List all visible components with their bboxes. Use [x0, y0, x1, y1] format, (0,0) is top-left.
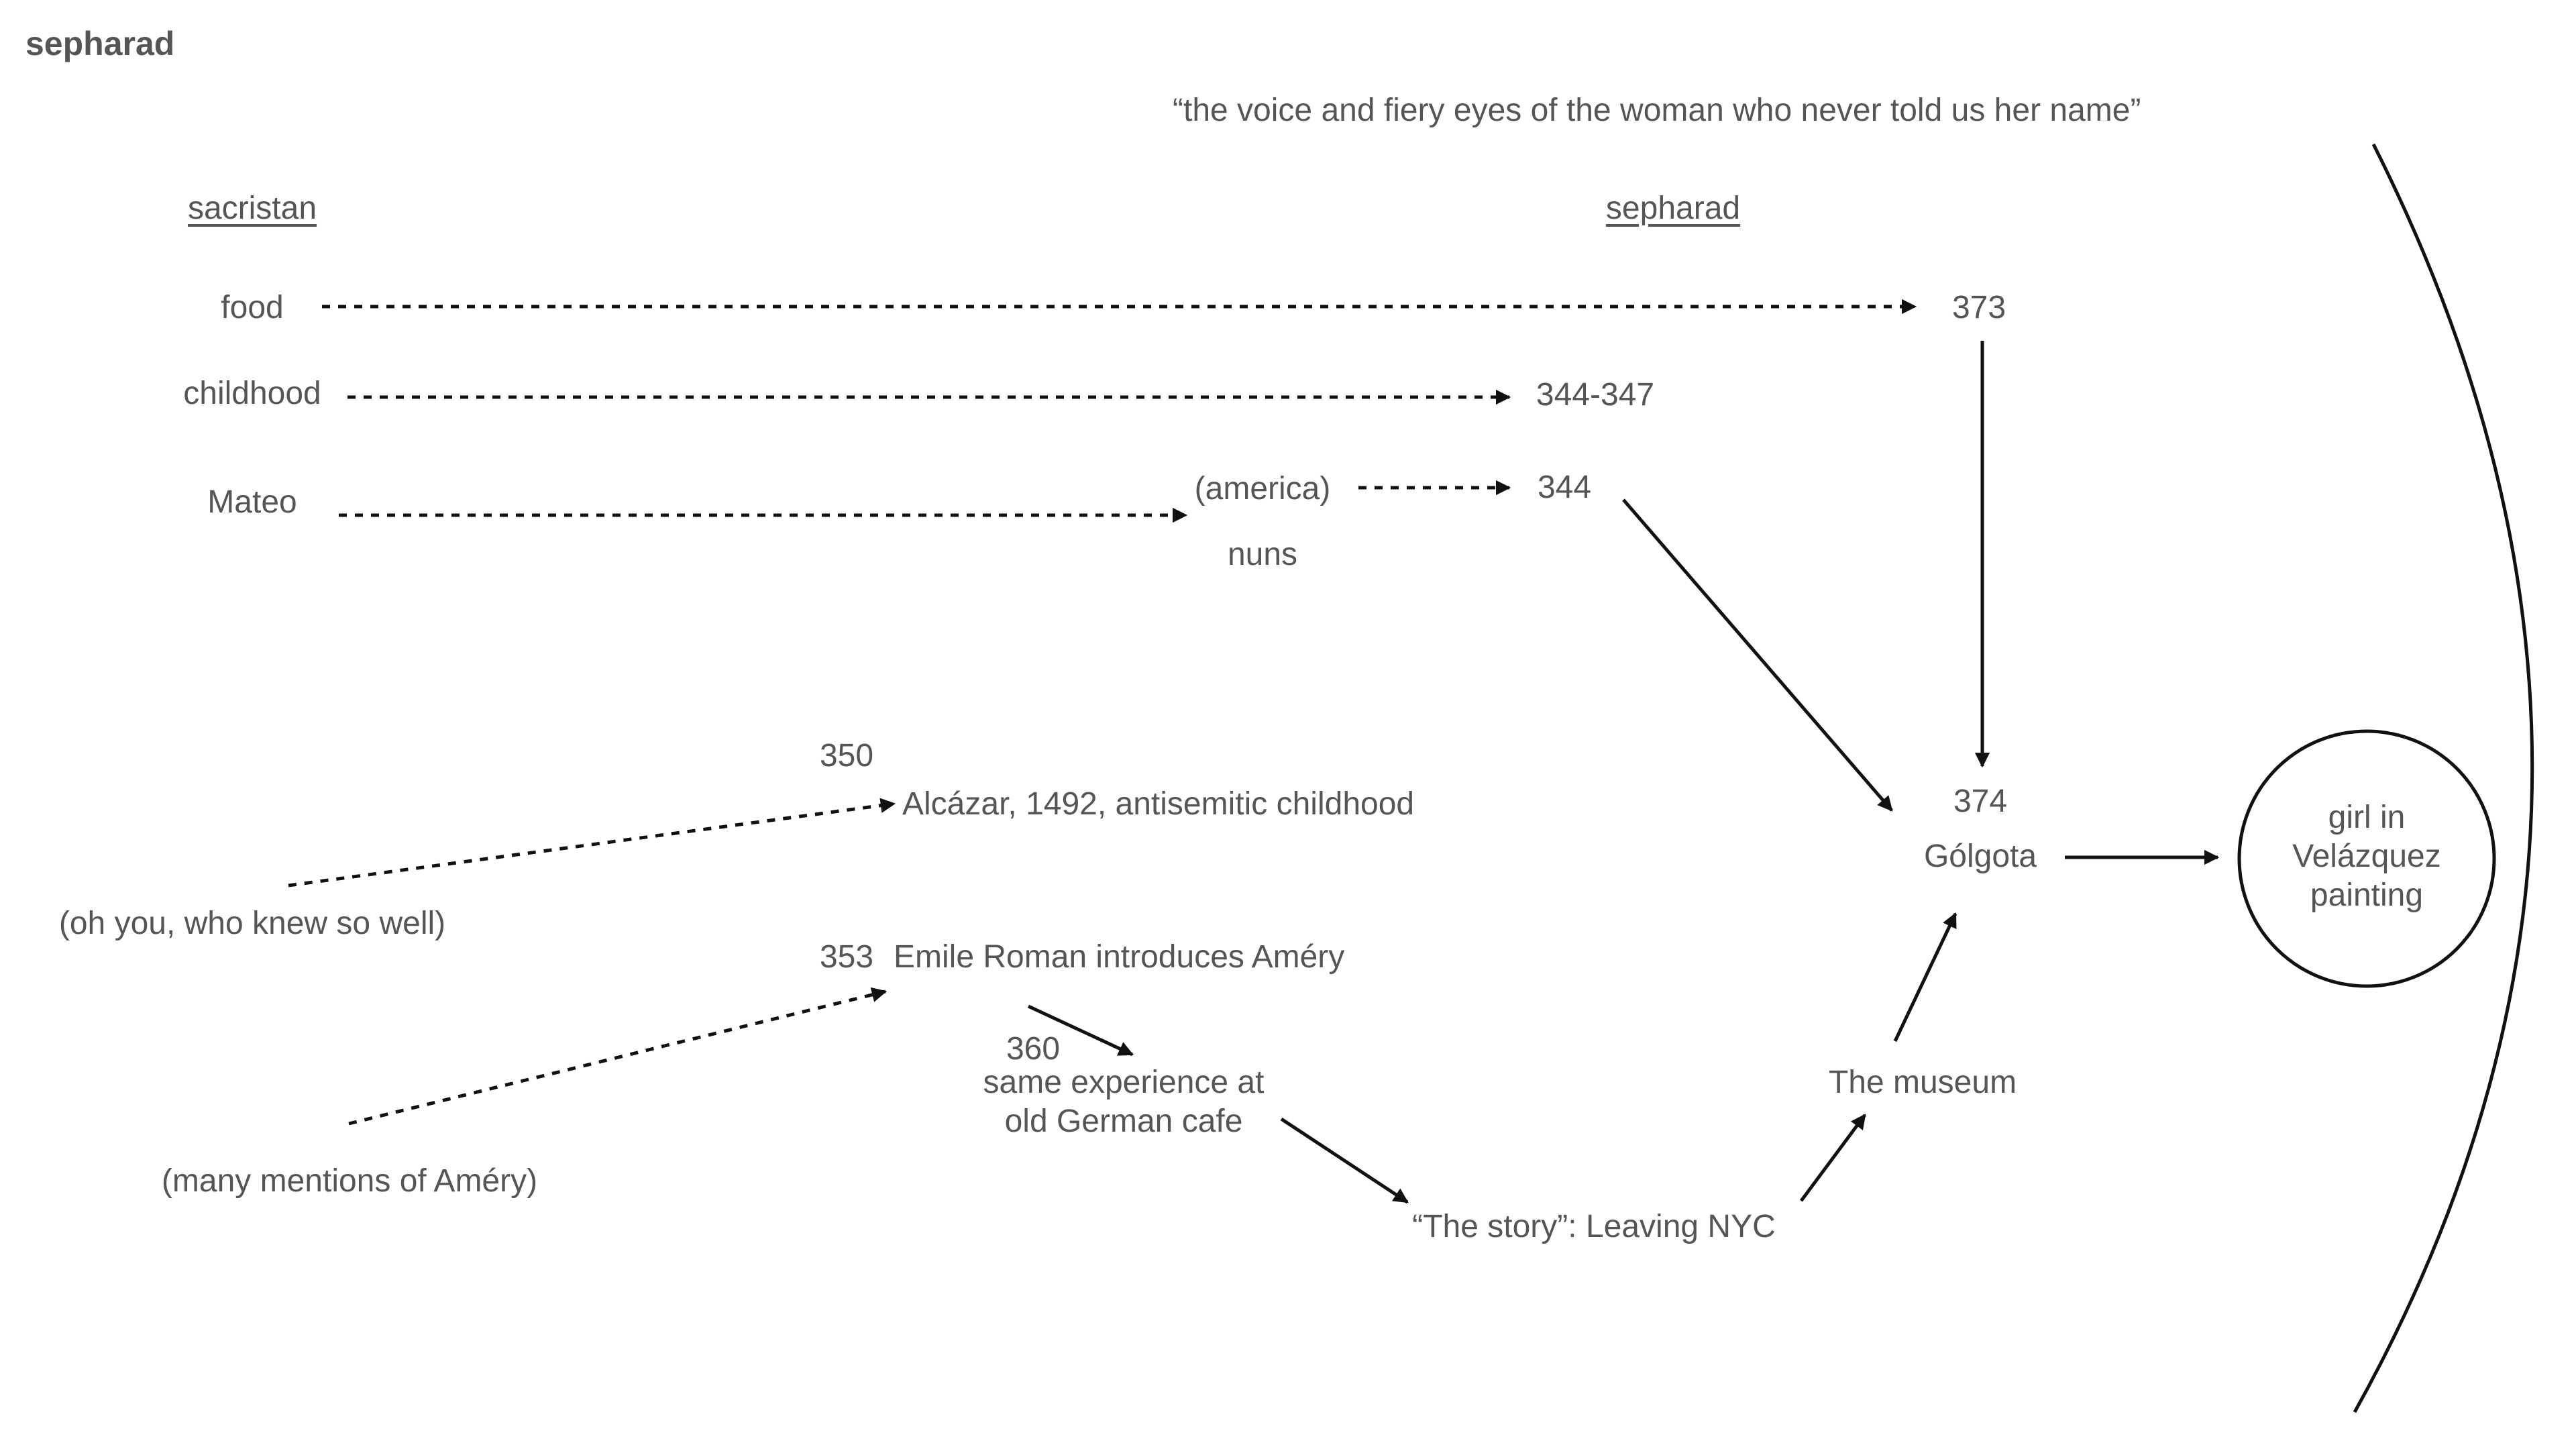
label-mateo: Mateo	[207, 484, 297, 520]
label-the-story: “The story”: Leaving NYC	[1412, 1209, 1776, 1244]
page-360: 360	[1006, 1031, 1061, 1067]
label-amery-mentions: (many mentions of Améry)	[161, 1163, 538, 1199]
arrow-story-to-museum	[1799, 1114, 1867, 1202]
label-nuns: nuns	[1227, 537, 1298, 572]
quote-text: “the voice and fiery eyes of the woman w…	[1173, 93, 2141, 128]
label-alcazar: Alcázar, 1492, antisemitic childhood	[902, 786, 1415, 822]
label-childhood: childhood	[183, 376, 321, 411]
girl-line1: girl in	[2328, 800, 2406, 835]
label-golgota: Gólgota	[1923, 839, 2037, 874]
page-373: 373	[1951, 290, 2006, 325]
arrow-oh-you-to-alcazar	[288, 798, 896, 888]
page-344-347: 344-347	[1536, 377, 1655, 413]
girl-circle	[2237, 729, 2496, 988]
page-374: 374	[1953, 784, 2008, 819]
girl-line2: Velázquez	[2292, 839, 2441, 874]
page-353: 353	[819, 939, 874, 975]
arrow-museum-to-golgota	[1893, 912, 1957, 1042]
header-sepharad: sepharad	[1605, 191, 1741, 226]
label-oh-you: (oh you, who knew so well)	[58, 906, 446, 941]
arrow-cafe-to-story	[1280, 1117, 1409, 1204]
label-the-museum: The museum	[1828, 1065, 2017, 1100]
label-america: (america)	[1194, 471, 1331, 506]
label-cafe-line2: old German cafe	[1004, 1104, 1243, 1139]
arrow-emile-to-360	[1027, 1004, 1134, 1057]
header-sacristan: sacristan	[187, 191, 317, 226]
girl-line3: painting	[2310, 877, 2424, 913]
page-350: 350	[819, 738, 874, 773]
arrow-344-to-golgota	[1622, 498, 1893, 812]
doc-title: sepharad	[25, 25, 175, 62]
page-344: 344	[1537, 470, 1592, 505]
arrow-amery-mentions-to-emile	[348, 987, 888, 1126]
enclosing-arc	[2353, 143, 2534, 1413]
label-emile-roman: Emile Roman introduces Améry	[894, 939, 1345, 975]
label-food: food	[221, 290, 284, 325]
label-cafe-line1: same experience at	[983, 1065, 1265, 1100]
